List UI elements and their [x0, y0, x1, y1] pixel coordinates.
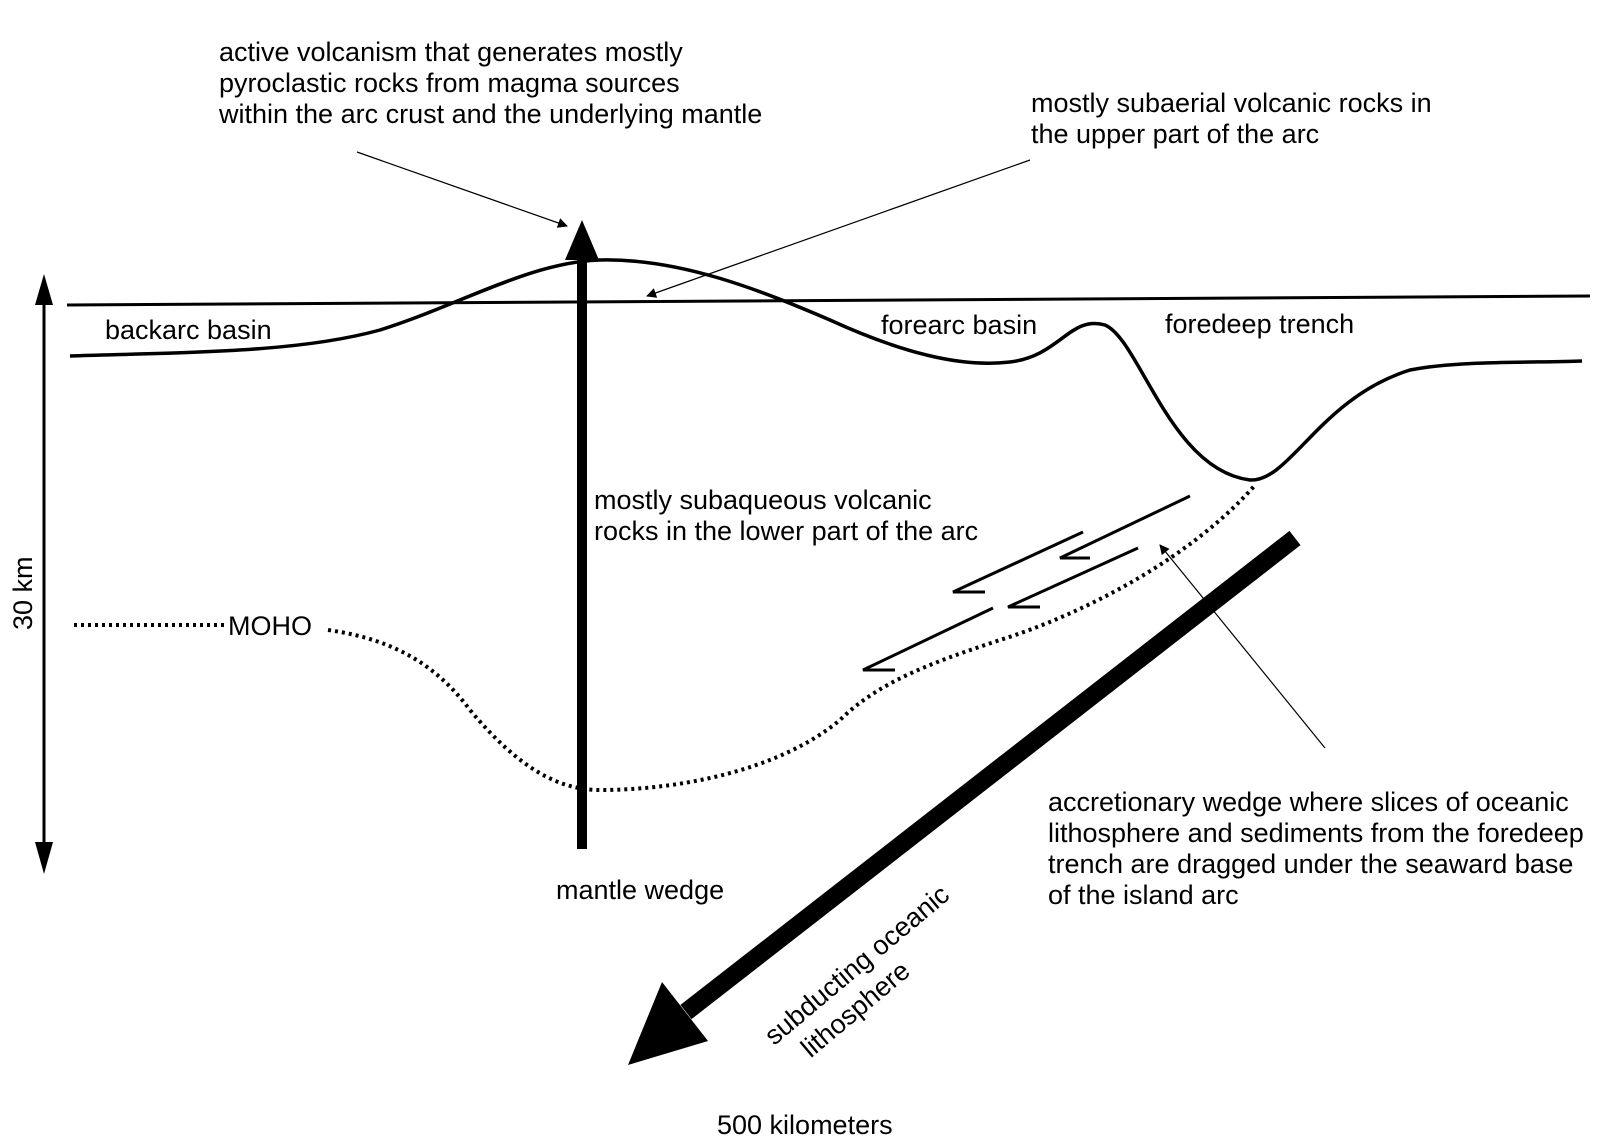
subducting-slab-shaft — [680, 530, 1301, 1020]
accretionary-line-3: trench are dragged under the seaward bas… — [1048, 849, 1574, 879]
magma-ascent-arrowhead — [565, 220, 599, 260]
thrust-arrow-3 — [1007, 546, 1139, 609]
accretionary-line-4: of the island arc — [1048, 880, 1239, 910]
thrust-arrow-4 — [862, 606, 994, 672]
active-volcanism-line-1: active volcanism that generates mostly — [219, 37, 683, 67]
backarc-basin-label: backarc basin — [105, 315, 272, 345]
thrust-slip-arrows — [862, 494, 1191, 672]
subaqueous-label: mostly subaqueous volcanic rocks in the … — [594, 485, 978, 547]
moho-line — [327, 482, 1258, 793]
mantle-wedge-label: mantle wedge — [556, 875, 725, 905]
subaerial-line-1: mostly subaerial volcanic rocks in — [1031, 88, 1432, 118]
accretionary-line-2: lithosphere and sediments from the fored… — [1048, 818, 1584, 848]
moho-label: MOHO — [228, 611, 312, 641]
active-volcanism-label: active volcanism that generates mostly p… — [219, 37, 762, 130]
thrust-arrow-2 — [952, 530, 1084, 594]
active-volcanism-line-2: pyroclastic rocks from magma sources — [219, 68, 680, 98]
subaerial-label: mostly subaerial volcanic rocks in the u… — [1031, 88, 1432, 150]
subaerial-line-2: the upper part of the arc — [1031, 119, 1320, 149]
vertical-scale-label: 30 km — [8, 556, 38, 630]
accretionary-pointer-arrow — [1159, 544, 1326, 749]
foredeep-trench-label: foredeep trench — [1165, 309, 1355, 339]
accretionary-line-1: accretionary wedge where slices of ocean… — [1048, 787, 1569, 817]
subducting-slab-arrowhead — [628, 982, 708, 1065]
sea-level-line — [66, 294, 1591, 307]
volcanism-pointer-arrow — [356, 151, 568, 228]
forearc-basin-label: forearc basin — [881, 310, 1038, 340]
horizontal-scale-label: 500 kilometers — [717, 1110, 893, 1140]
vertical-scale-top-head — [35, 274, 53, 305]
magma-ascent-arrow-shaft — [577, 255, 587, 849]
active-volcanism-line-3: within the arc crust and the underlying … — [219, 99, 763, 129]
vertical-scale-bottom-head — [35, 842, 53, 874]
subaqueous-line-1: mostly subaqueous volcanic — [594, 485, 932, 515]
subaerial-pointer-arrow — [646, 159, 1031, 298]
subaqueous-line-2: rocks in the lower part of the arc — [594, 516, 979, 546]
accretionary-wedge-label: accretionary wedge where slices of ocean… — [1048, 787, 1614, 911]
seafloor-profile — [69, 258, 1583, 482]
thrust-arrow-1 — [1059, 494, 1191, 560]
